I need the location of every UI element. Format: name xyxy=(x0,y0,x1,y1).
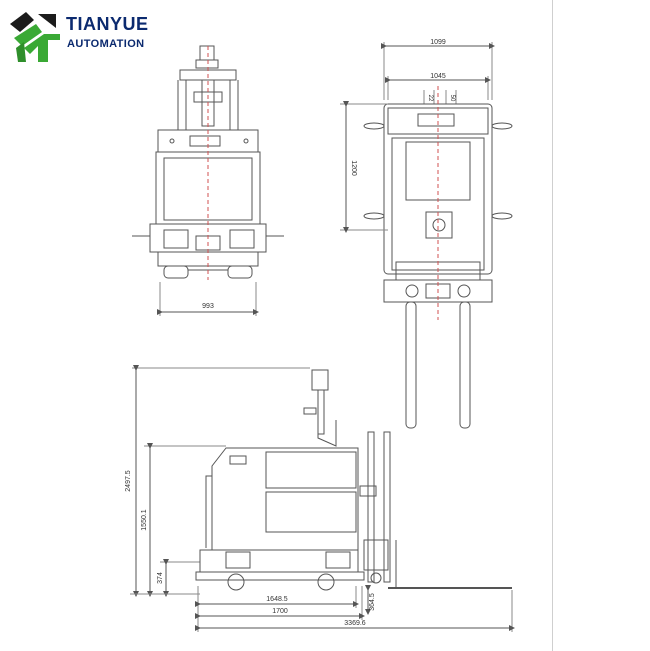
side-view xyxy=(130,365,515,632)
top-inner-width-label: 1045 xyxy=(430,73,446,80)
top-small-dim-1: 22 xyxy=(427,95,433,102)
top-small-dim-2: 50 xyxy=(449,95,455,102)
front-width-label: 993 xyxy=(202,303,214,310)
side-overall-length-label: 3369.6 xyxy=(344,620,366,627)
top-view xyxy=(340,42,513,429)
side-dim-1648-label: 1648.5 xyxy=(266,596,288,603)
side-fork-height-label: 364.5 xyxy=(369,593,376,611)
side-overall-height-label: 2497.5 xyxy=(125,470,132,492)
brand-tagline: AUTOMATION xyxy=(67,38,145,50)
sheet-border xyxy=(552,0,553,651)
side-dim-1700-label: 1700 xyxy=(272,608,288,615)
side-chassis-height-label: 374 xyxy=(157,572,164,584)
brand-logo xyxy=(8,10,158,66)
tianyue-logo-icon xyxy=(10,12,60,62)
top-overall-width-label: 1099 xyxy=(430,39,446,46)
side-mast-height-label: 1550.1 xyxy=(141,509,148,531)
front-view xyxy=(132,45,284,316)
top-length-label: 1200 xyxy=(350,160,357,176)
brand-name: TIANYUE xyxy=(66,14,149,34)
